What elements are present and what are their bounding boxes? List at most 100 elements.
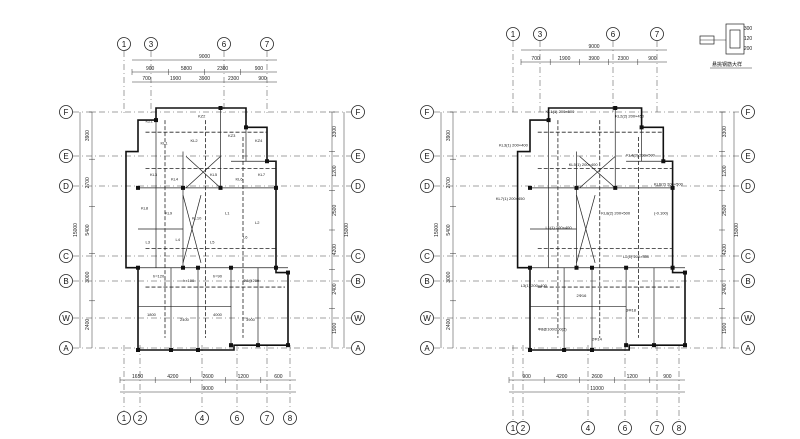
- right-plan-beam-note-7: KL8(2) 200×500: [601, 210, 631, 215]
- right-axis-left-W-circle: [420, 311, 434, 325]
- right-dim-bottom-part-1: 4200: [556, 374, 567, 380]
- left-dim-right-part-5: 1900: [332, 323, 338, 334]
- right-axis-bottom-7-circle: [650, 421, 664, 435]
- left-axis-bottom-6-circle: [230, 411, 244, 425]
- right-axis-top-6-circle: [606, 27, 620, 41]
- left-axis-left-D-circle: [59, 179, 73, 193]
- left-plan-label-24: 1800: [147, 312, 157, 317]
- left-column-1: [218, 106, 223, 110]
- left-plan-label-23: Φ8@200: [243, 278, 260, 283]
- left-axis-bottom-4-label: 4: [200, 414, 205, 423]
- left-void-diag-2: [182, 195, 202, 263]
- right-column-0: [546, 118, 551, 123]
- right-column-9: [574, 185, 579, 190]
- detail-outer-box: [725, 23, 745, 55]
- right-plan-beam-note-10: L3(1) 200×400: [521, 283, 548, 288]
- right-axis-bottom-7-label: 7: [655, 424, 660, 433]
- left-axis-left-C-label: C: [63, 252, 69, 261]
- right-axis-top-1-circle: [506, 27, 520, 41]
- left-dim-bottom-part-2: 2600: [202, 374, 213, 380]
- left-axis-left-E-label: E: [63, 152, 68, 161]
- left-dim-top-sub-1: 1900: [170, 76, 181, 82]
- right-outer-wall: [516, 107, 686, 351]
- left-dim-bottom-part-1: 4200: [167, 374, 178, 380]
- right-column-12: [590, 265, 594, 270]
- right-column-8: [528, 265, 532, 270]
- right-axis-bottom-2-circle: [516, 421, 530, 435]
- right-column-15: [590, 348, 594, 352]
- right-axis-right-D-circle: [741, 179, 755, 193]
- left-dim-top-sub-3: 2300: [228, 76, 239, 82]
- left-dim-left-part-4: 2400: [85, 319, 91, 330]
- left-axis-left-A-label: A: [63, 344, 69, 353]
- left-dim-right-part-4: 2400: [332, 283, 338, 294]
- left-axis-right-A-circle: [351, 341, 365, 355]
- right-axis-right-F-circle: [741, 105, 755, 119]
- left-dim-top-sub-4: 900: [258, 76, 267, 82]
- right-axis-right-D-label: D: [745, 182, 751, 191]
- left-plan-label-3: KZ4: [255, 138, 263, 143]
- right-axis-bottom-1-label: 1: [511, 424, 516, 433]
- right-column-18: [652, 343, 656, 348]
- left-diagonal-2: [185, 156, 221, 189]
- detail-side-rect: [699, 35, 715, 45]
- left-column-18: [256, 343, 260, 348]
- right-axis-left-W-label: W: [423, 314, 431, 323]
- left-axis-right-B-label: B: [355, 277, 360, 286]
- left-axis-bottom-2-circle: [133, 411, 147, 425]
- right-plan-beam-note-3: KL4(3) 200×500: [626, 152, 656, 157]
- left-axis-top-6-label: 6: [222, 40, 227, 49]
- left-axis-right-F-circle: [351, 105, 365, 119]
- left-dim-top-part-0: 900: [146, 66, 155, 72]
- right-axis-left-C-circle: [420, 249, 434, 263]
- left-dim-bottom-total: 9000: [202, 386, 213, 392]
- left-dim-left-total: 15000: [73, 223, 79, 237]
- left-dim-bottom-part-3: 1200: [238, 374, 249, 380]
- right-plan-beam-note-15: (-0.100): [654, 210, 669, 215]
- right-dim-right-part-5: 1900: [722, 323, 728, 334]
- left-axis-left-F-circle: [59, 105, 73, 119]
- right-column-5: [670, 265, 675, 270]
- right-dim-left-total: 15000: [434, 223, 440, 237]
- left-axis-left-W-circle: [59, 311, 73, 325]
- left-column-16: [229, 343, 233, 348]
- right-dim-left-part-4: 2400: [446, 319, 452, 330]
- left-column-13: [229, 265, 233, 270]
- right-axis-bottom-6-circle: [618, 421, 632, 435]
- left-column-0: [154, 118, 158, 123]
- right-axis-top-7-circle: [650, 27, 664, 41]
- left-axis-right-B-circle: [351, 274, 365, 288]
- right-plan-beam-note-2: KL3(1) 200×400: [499, 143, 529, 148]
- left-axis-bottom-7-label: 7: [265, 414, 270, 423]
- left-plan-label-2: KZ3: [228, 133, 236, 138]
- left-column-15: [196, 348, 200, 352]
- right-column-16: [624, 343, 629, 348]
- left-dim-right-part-1: 1200: [332, 165, 338, 176]
- left-plan-label-10: KL7: [258, 172, 266, 177]
- left-dim-right-part-3: 4200: [332, 244, 338, 255]
- left-axis-right-A-label: A: [355, 344, 361, 353]
- left-axis-bottom-1-circle: [117, 411, 131, 425]
- left-plan-label-12: KL9: [165, 210, 173, 215]
- left-axis-top-6-circle: [217, 37, 231, 51]
- left-column-6: [286, 270, 290, 275]
- left-axis-left-B-label: B: [63, 277, 68, 286]
- right-axis-top-7-label: 7: [655, 30, 660, 39]
- left-axis-right-W-circle: [351, 311, 365, 325]
- left-axis-bottom-8-label: 8: [288, 414, 293, 423]
- right-axis-bottom-8-label: 8: [677, 424, 682, 433]
- right-axis-left-C-label: C: [424, 252, 430, 261]
- right-plan-beam-note-4: KL5(1) 200×400: [569, 162, 599, 167]
- left-axis-left-E-circle: [59, 149, 73, 163]
- right-axis-right-E-label: E: [745, 152, 750, 161]
- right-axis-right-W-circle: [741, 311, 755, 325]
- right-plan-beam-note-11: 2Φ16: [577, 293, 588, 298]
- left-axis-bottom-6-label: 6: [235, 414, 240, 423]
- left-column-7: [136, 185, 140, 190]
- right-axis-left-D-circle: [420, 179, 434, 193]
- right-axis-left-B-label: B: [424, 277, 429, 286]
- right-axis-right-F-label: F: [746, 108, 751, 117]
- right-plan-beam-note-12: 3Φ18: [626, 307, 637, 312]
- left-plan-label-21: h=100: [183, 278, 195, 283]
- left-plan-label-27: 3900: [246, 317, 256, 322]
